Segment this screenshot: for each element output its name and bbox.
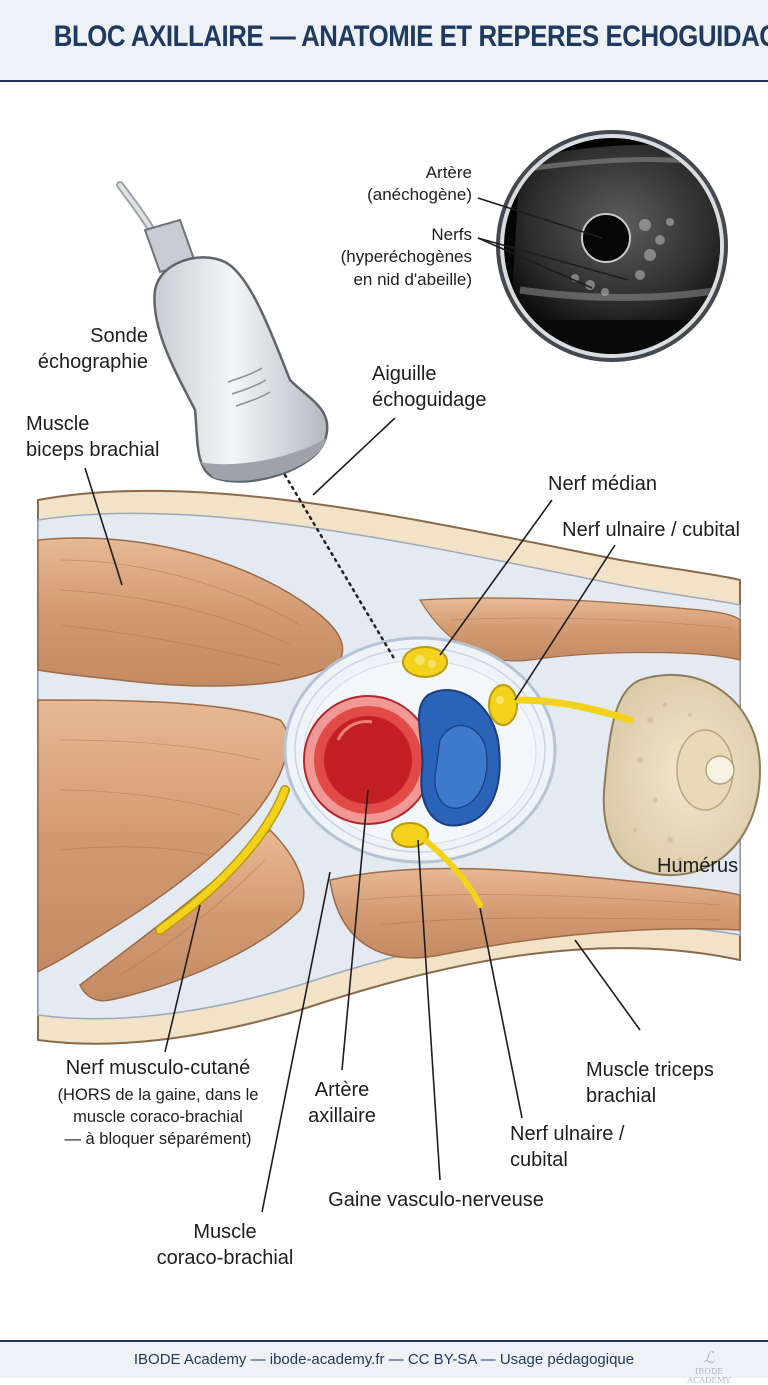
label-humerus: Humérus xyxy=(657,855,738,877)
watermark-logo: ℒ IBODE ACADEMY xyxy=(687,1348,731,1385)
footer-credit: IBODE Academy — ibode-academy.fr — CC BY… xyxy=(133,1351,635,1368)
label-nerf-ulnaire-top: Nerf ulnaire / cubital xyxy=(562,519,740,541)
lower-left-muscle xyxy=(37,699,289,974)
label-gaine: Gaine vasculo-nerveuse xyxy=(328,1189,544,1211)
ulnar-nerve xyxy=(488,684,518,726)
us-artery-dark xyxy=(581,213,631,263)
radial-nerve xyxy=(391,822,429,848)
coraco-brachial-muscle xyxy=(79,828,305,1002)
label-musculo-cutane: Nerf musculo-cutané xyxy=(66,1057,251,1079)
page-title: BLOC AXILLAIRE — ANATOMIE ET REPERES ECH… xyxy=(53,20,768,53)
label-nerf-median: Nerf médian xyxy=(548,473,657,495)
label-nerf-ulnaire-bottom: Nerf ulnaire /cubital xyxy=(510,1123,625,1171)
neurovascular-sheath xyxy=(155,636,634,935)
label-us-artere: Artère(anéchogène) xyxy=(367,163,472,204)
median-nerve xyxy=(402,646,448,678)
triceps-muscle xyxy=(329,867,741,959)
probe-beam xyxy=(283,473,397,662)
leader-lines xyxy=(84,197,641,1213)
ultrasound-inset xyxy=(496,130,728,362)
probe-body xyxy=(153,256,329,483)
ultrasound-probe xyxy=(116,181,329,483)
header-bar: BLOC AXILLAIRE — ANATOMIE ET REPERES ECH… xyxy=(0,0,768,82)
footer-bar: IBODE Academy — ibode-academy.fr — CC BY… xyxy=(0,1340,768,1385)
watermark-text: IBODE ACADEMY xyxy=(687,1367,731,1385)
